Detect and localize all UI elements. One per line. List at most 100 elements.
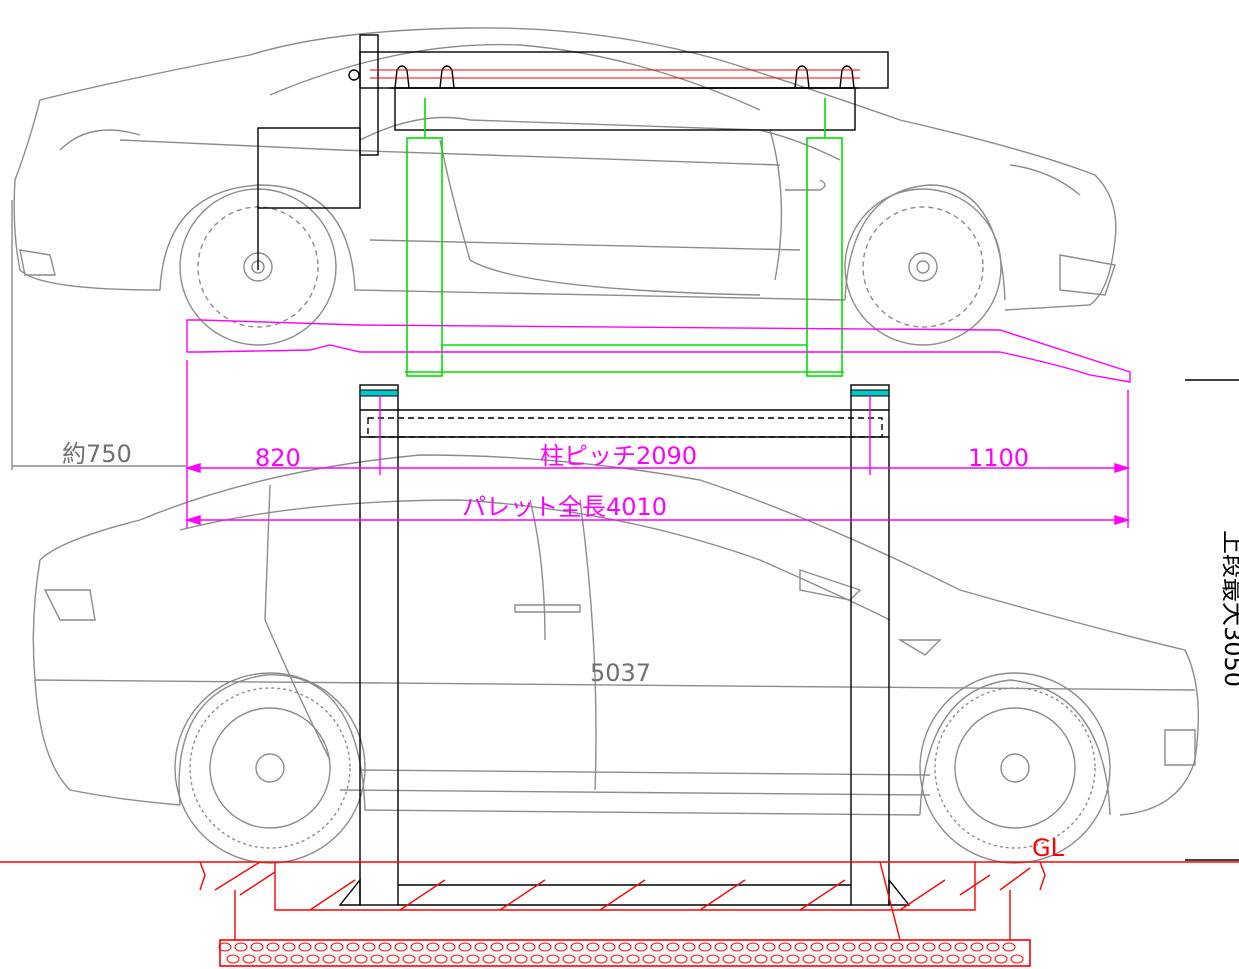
foundation bbox=[0, 861, 1239, 967]
gravel-stone bbox=[466, 954, 480, 964]
gravel-stone bbox=[546, 954, 560, 964]
gravel-stone bbox=[770, 954, 784, 964]
gravel-stone bbox=[554, 942, 568, 952]
lift-frame bbox=[257, 34, 911, 906]
gravel-stone bbox=[954, 942, 968, 952]
gravel-stone bbox=[650, 942, 664, 952]
gravel-stone bbox=[722, 954, 736, 964]
gravel-stone bbox=[706, 954, 720, 964]
gravel-stone bbox=[250, 942, 264, 952]
upper-front-wheel bbox=[844, 188, 1002, 346]
overhang-rear-label: 約750 bbox=[62, 440, 132, 468]
overhang-dimension-line bbox=[11, 200, 187, 470]
gravel-stone bbox=[258, 954, 272, 964]
gravel-stone bbox=[298, 942, 312, 952]
ground-level-label: GL bbox=[1032, 834, 1065, 862]
gravel-stone bbox=[634, 942, 648, 952]
gravel-stone bbox=[434, 954, 448, 964]
gravel-stone bbox=[1010, 954, 1024, 964]
car-length-label: 5037 bbox=[590, 659, 651, 687]
gravel-stone bbox=[410, 942, 424, 952]
gravel-stone bbox=[642, 954, 656, 964]
gravel-stone bbox=[290, 954, 304, 964]
gravel-stone bbox=[490, 942, 504, 952]
gravel-stone bbox=[322, 954, 336, 964]
gravel-stone bbox=[922, 942, 936, 952]
gravel-stone bbox=[346, 942, 360, 952]
lower-front-wheel bbox=[919, 672, 1111, 864]
upper-pallet bbox=[186, 319, 1131, 383]
gravel-stone bbox=[402, 954, 416, 964]
gravel-stone bbox=[658, 954, 672, 964]
gravel-stone bbox=[1002, 942, 1016, 952]
front-extension-label: 820 bbox=[255, 444, 301, 472]
gravel-stone bbox=[946, 954, 960, 964]
gravel-stone bbox=[674, 954, 688, 964]
gravel-stone bbox=[714, 942, 728, 952]
gravel-stone bbox=[690, 954, 704, 964]
gravel-stone bbox=[914, 954, 928, 964]
gravel-stone bbox=[962, 954, 976, 964]
gravel-stone bbox=[834, 954, 848, 964]
lower-rear-wheel bbox=[174, 672, 366, 864]
dimension-lines bbox=[184, 360, 1131, 528]
gravel-stone bbox=[354, 954, 368, 964]
gravel-stone bbox=[306, 954, 320, 964]
column-pitch-label: 柱ピッチ2090 bbox=[540, 442, 697, 470]
gravel-stone bbox=[858, 942, 872, 952]
gravel-stone bbox=[970, 942, 984, 952]
pulley-posts bbox=[348, 65, 855, 89]
gravel-stone bbox=[594, 954, 608, 964]
gravel-stone bbox=[786, 954, 800, 964]
gravel-stone bbox=[986, 942, 1000, 952]
gravel-stone bbox=[530, 954, 544, 964]
lower-car bbox=[32, 454, 1200, 816]
gravel-stone bbox=[938, 942, 952, 952]
height-label: 上段最大3050 bbox=[1219, 530, 1239, 687]
gravel-stone bbox=[522, 942, 536, 952]
gravel-stone bbox=[994, 954, 1008, 964]
gravel-pattern bbox=[218, 942, 1024, 964]
gravel-stone bbox=[538, 942, 552, 952]
gravel-stone bbox=[450, 954, 464, 964]
gravel-stone bbox=[682, 942, 696, 952]
gravel-stone bbox=[698, 942, 712, 952]
gravel-stone bbox=[826, 942, 840, 952]
gravel-stone bbox=[474, 942, 488, 952]
gravel-stone bbox=[442, 942, 456, 952]
gravel-stone bbox=[890, 942, 904, 952]
gravel-stone bbox=[234, 942, 248, 952]
gravel-stone bbox=[778, 942, 792, 952]
gravel-stone bbox=[458, 942, 472, 952]
gravel-stone bbox=[730, 942, 744, 952]
gravel-stone bbox=[874, 942, 888, 952]
gravel-stone bbox=[394, 942, 408, 952]
gravel-stone bbox=[282, 942, 296, 952]
gravel-stone bbox=[242, 954, 256, 964]
gravel-stone bbox=[762, 942, 776, 952]
gravel-stone bbox=[906, 942, 920, 952]
gravel-stone bbox=[978, 954, 992, 964]
gravel-stone bbox=[810, 942, 824, 952]
gravel-stone bbox=[586, 942, 600, 952]
gravel-stone bbox=[618, 942, 632, 952]
gravel-stone bbox=[226, 954, 240, 964]
rear-extension-label: 1100 bbox=[968, 444, 1029, 472]
gravel-stone bbox=[802, 954, 816, 964]
gravel-stone bbox=[754, 954, 768, 964]
gravel-stone bbox=[738, 954, 752, 964]
gravel-stone bbox=[370, 954, 384, 964]
gravel-stone bbox=[866, 954, 880, 964]
gravel-stone bbox=[666, 942, 680, 952]
gravel-stone bbox=[794, 942, 808, 952]
lift-guides bbox=[405, 98, 844, 377]
gravel-stone bbox=[602, 942, 616, 952]
gravel-stone bbox=[746, 942, 760, 952]
gravel-stone bbox=[482, 954, 496, 964]
gravel-stone bbox=[498, 954, 512, 964]
height-indicator bbox=[1185, 379, 1239, 861]
gravel-stone bbox=[506, 942, 520, 952]
gravel-stone bbox=[842, 942, 856, 952]
latch-marks bbox=[359, 389, 890, 397]
